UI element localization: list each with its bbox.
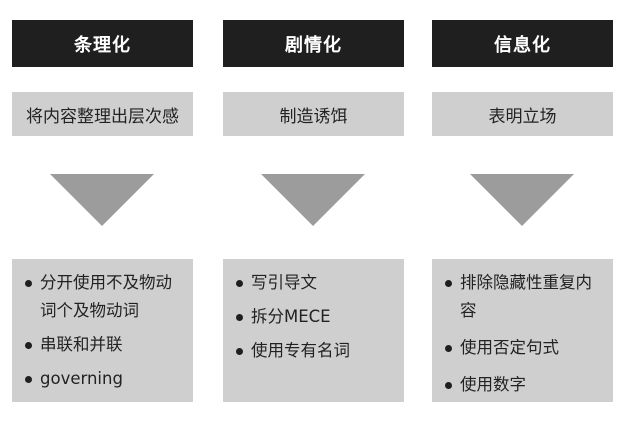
down-arrow-icon (50, 174, 154, 226)
column-title: 信息化 (432, 20, 613, 67)
column-subtitle: 制造诱饵 (223, 92, 404, 136)
column-title: 剧情化 (223, 20, 404, 67)
bullet-list-panel: 写引导文 拆分MECE 使用专有名词 (223, 259, 404, 402)
list-item: 使用数字 (444, 371, 605, 399)
column-subtitle: 表明立场 (432, 92, 613, 136)
down-arrow-icon (470, 174, 574, 226)
list-item: governing (24, 365, 185, 393)
column-2: 剧情化 制造诱饵 写引导文 拆分MECE 使用专有名词 (223, 0, 404, 422)
column-3: 信息化 表明立场 排除隐藏性重复内容 使用否定句式 使用数字 (432, 0, 613, 422)
column-1: 条理化 将内容整理出层次感 分开使用不及物动词个及物动词 串联和并联 gover… (12, 0, 193, 422)
bullet-list-panel: 分开使用不及物动词个及物动词 串联和并联 governing (12, 259, 193, 402)
column-title: 条理化 (12, 20, 193, 67)
list-item: 使用否定句式 (444, 334, 605, 362)
list-item: 拆分MECE (235, 303, 396, 331)
list-item: 串联和并联 (24, 331, 185, 359)
list-item: 使用专有名词 (235, 337, 396, 365)
bullet-list-panel: 排除隐藏性重复内容 使用否定句式 使用数字 (432, 259, 613, 402)
down-arrow-icon (261, 174, 365, 226)
column-subtitle: 将内容整理出层次感 (12, 92, 193, 136)
list-item: 分开使用不及物动词个及物动词 (24, 269, 185, 325)
list-item: 排除隐藏性重复内容 (444, 269, 605, 325)
list-item: 写引导文 (235, 269, 396, 297)
